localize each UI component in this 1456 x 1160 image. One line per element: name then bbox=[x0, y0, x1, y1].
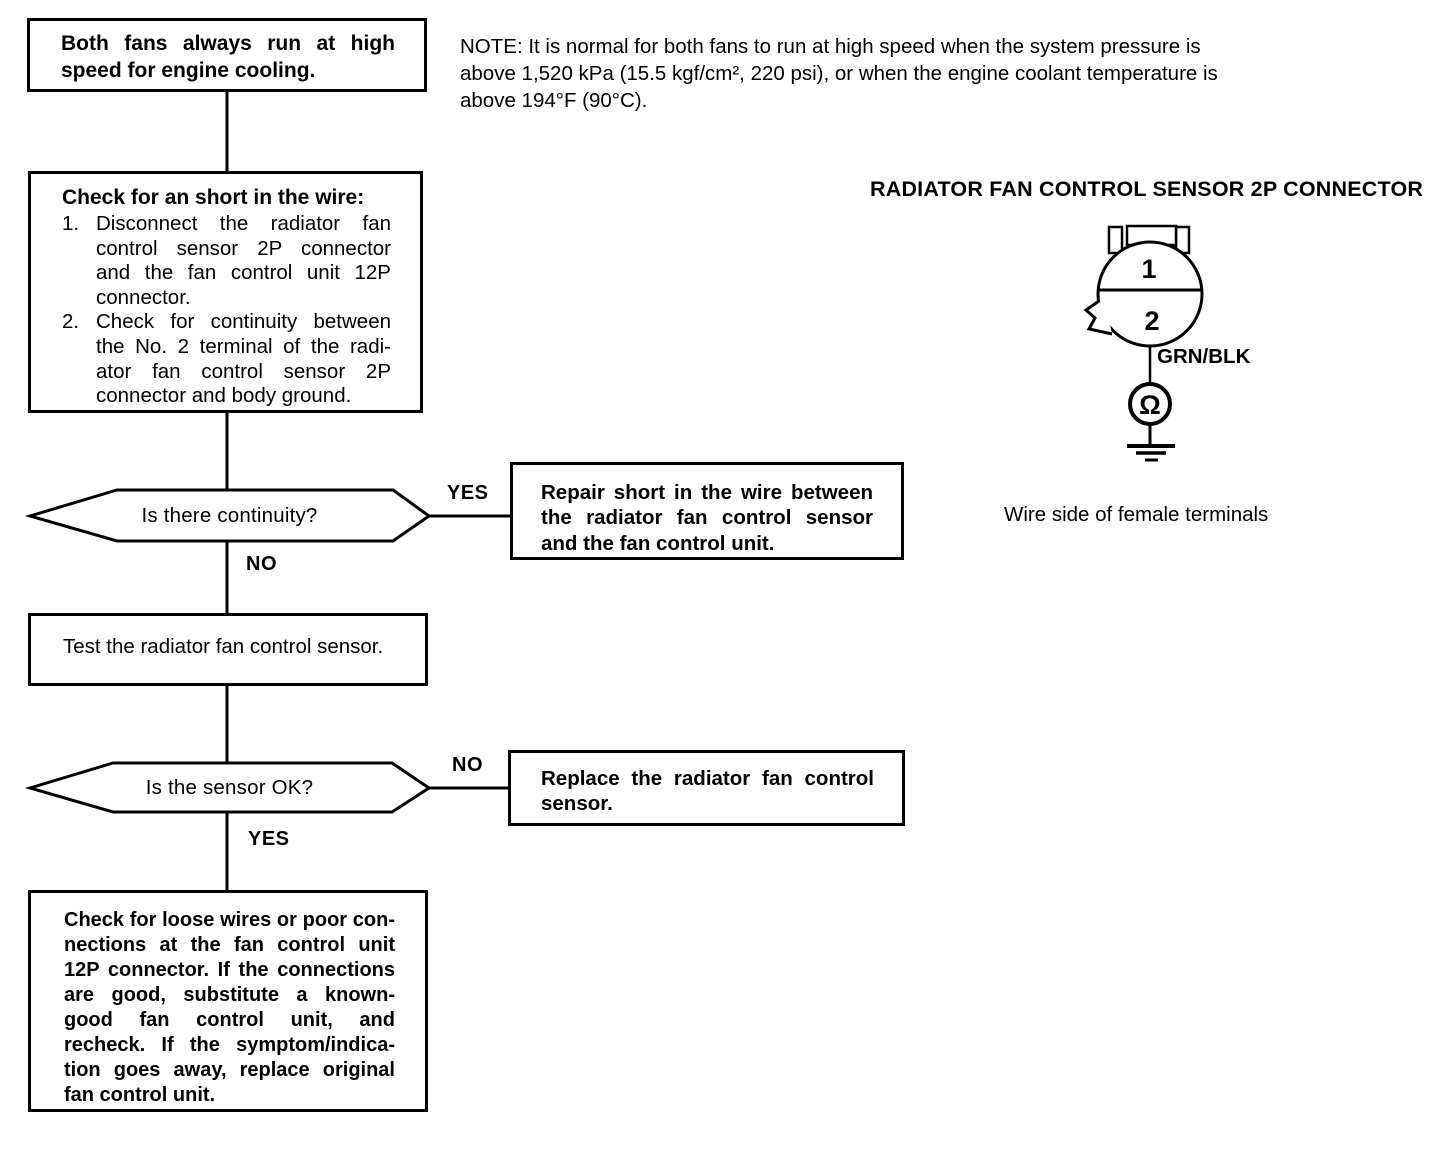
decision1-no-label: NO bbox=[246, 553, 277, 575]
terminal-2-label: 2 bbox=[1144, 306, 1159, 336]
start-box-line: speed for engine cooling. bbox=[61, 59, 316, 82]
final-line: recheck. If the symptom/indica- bbox=[64, 1034, 395, 1056]
step-line: and the fan control unit 12P bbox=[96, 261, 391, 285]
note-line: above 1,520 kPa (15.5 kgf/cm², 220 psi),… bbox=[460, 62, 1218, 85]
step-line: Check for continuity between bbox=[96, 310, 391, 334]
check-short-box: Check for an short in the wire: 1. Disco… bbox=[28, 171, 423, 413]
replace-sensor-box: Replace the radiator fan control sensor. bbox=[508, 750, 905, 826]
wire-side-caption: Wire side of female terminals bbox=[1004, 503, 1269, 526]
repair-short-box: Repair short in the wire between the rad… bbox=[510, 462, 904, 560]
test-line: Test the radiator fan control sensor. bbox=[63, 635, 384, 658]
step-line: Disconnect the radiator fan bbox=[96, 212, 391, 235]
replace-line: sensor. bbox=[541, 792, 613, 815]
connector-notch-mask bbox=[1086, 301, 1112, 334]
decision2-yes-label: YES bbox=[248, 828, 290, 850]
step-line: control sensor 2P connector bbox=[96, 236, 391, 260]
repair-line: the radiator fan control sensor bbox=[541, 506, 873, 530]
final-line: good fan control unit, and bbox=[64, 1009, 395, 1031]
step-text: Check for continuity between the No. 2 t… bbox=[96, 310, 391, 408]
note-text: NOTE: It is normal for both fans to run … bbox=[460, 33, 1320, 114]
check-short-heading: Check for an short in the wire: bbox=[62, 186, 365, 209]
connector-diagram-title: RADIATOR FAN CONTROL SENSOR 2P CONNECTOR bbox=[870, 177, 1424, 201]
ohm-symbol: Ω bbox=[1139, 390, 1161, 420]
replace-line: Replace the radiator fan control bbox=[541, 767, 874, 790]
final-line: 12P connector. If the connections bbox=[64, 959, 395, 981]
step-line: the No. 2 terminal of the radi- bbox=[96, 334, 391, 358]
check-step-2: 2. Check for continuity between the No. … bbox=[62, 310, 391, 408]
repair-line: and the fan control unit. bbox=[541, 531, 775, 555]
note-line: NOTE: It is normal for both fans to run … bbox=[460, 35, 1201, 58]
step-number: 1. bbox=[62, 212, 80, 235]
step-line: ator fan control sensor 2P bbox=[96, 359, 391, 383]
decision1-hexagon bbox=[24, 488, 432, 543]
connector-left-tab bbox=[1107, 225, 1124, 255]
wire-color-label: GRN/BLK bbox=[1157, 345, 1251, 368]
decision2-no-label: NO bbox=[452, 754, 483, 776]
check-step-1: 1. Disconnect the radiator fan control s… bbox=[62, 212, 391, 310]
decision1-question: Is there continuity? bbox=[141, 503, 318, 527]
repair-line: Repair short in the wire between bbox=[541, 481, 873, 504]
final-line: Check for loose wires or poor con- bbox=[64, 909, 395, 931]
final-line: nections at the fan control unit bbox=[64, 934, 395, 956]
ground-icon bbox=[1127, 444, 1175, 462]
start-box: Both fans always run at high speed for e… bbox=[27, 18, 427, 92]
terminal-1-label: 1 bbox=[1141, 254, 1156, 284]
final-line: are good, substitute a known- bbox=[64, 984, 395, 1006]
step-line: connector and body ground. bbox=[96, 384, 352, 408]
decision2-hexagon bbox=[24, 761, 432, 814]
step-line: connector. bbox=[96, 285, 191, 309]
connector-notch-icon bbox=[1083, 299, 1113, 336]
test-sensor-box: Test the radiator fan control sensor. bbox=[28, 613, 428, 686]
connector-illustration: 1 2 Ω bbox=[1083, 224, 1204, 462]
note-line: above 194°F (90°C). bbox=[460, 89, 648, 112]
decision2-question: Is the sensor OK? bbox=[145, 775, 314, 799]
decision1-yes-label: YES bbox=[447, 482, 489, 504]
step-number: 2. bbox=[62, 310, 80, 334]
final-line: fan control unit. bbox=[64, 1084, 216, 1106]
start-box-line: Both fans always run at high bbox=[61, 32, 395, 55]
step-text: Disconnect the radiator fan control sens… bbox=[96, 212, 391, 310]
final-line: tion goes away, replace original bbox=[64, 1059, 395, 1081]
final-check-box: Check for loose wires or poor con- necti… bbox=[28, 890, 428, 1112]
